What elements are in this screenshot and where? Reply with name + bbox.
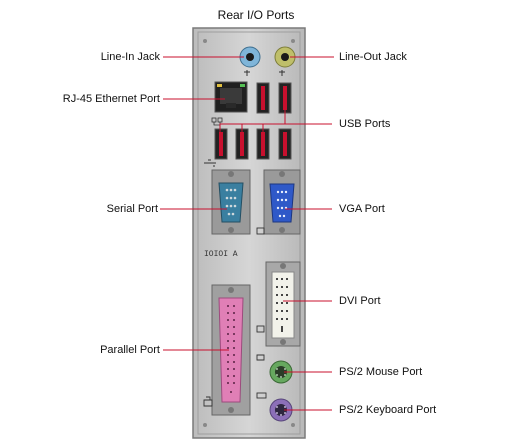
rj45-ethernet-port bbox=[215, 82, 247, 112]
label-ethernet-port: RJ-45 Ethernet Port bbox=[63, 93, 160, 105]
label-vga-port: VGA Port bbox=[339, 203, 385, 215]
label-line-in-jack: Line-In Jack bbox=[101, 51, 160, 63]
usb-port bbox=[257, 83, 269, 113]
label-parallel-port: Parallel Port bbox=[100, 344, 160, 356]
serial-icon: IOIOI A bbox=[204, 250, 238, 259]
label-ps2-mouse-port: PS/2 Mouse Port bbox=[339, 366, 422, 378]
label-serial-port: Serial Port bbox=[107, 203, 158, 215]
label-usb-ports: USB Ports bbox=[339, 118, 390, 130]
vga-port bbox=[264, 170, 300, 234]
label-line-out-jack: Line-Out Jack bbox=[339, 51, 407, 63]
usb-port bbox=[279, 129, 291, 159]
usb-port bbox=[215, 129, 227, 159]
svg-text:IOIOI A: IOIOI A bbox=[204, 250, 238, 259]
label-dvi-port: DVI Port bbox=[339, 295, 381, 307]
serial-port bbox=[212, 170, 250, 234]
label-ps2-keyboard-port: PS/2 Keyboard Port bbox=[339, 404, 436, 416]
dvi-port bbox=[266, 262, 300, 346]
